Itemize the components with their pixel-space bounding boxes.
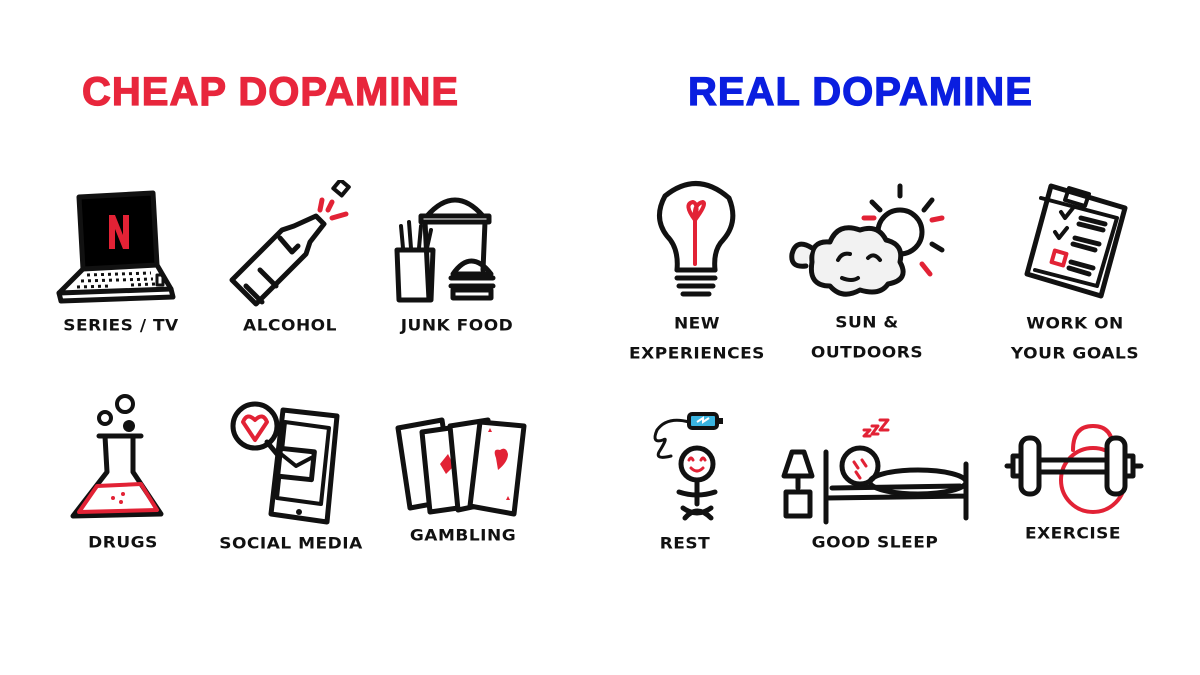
clipboard-checklist-icon xyxy=(1024,183,1128,299)
item-junk-food: JUNK FOOD xyxy=(372,190,542,342)
label-exercise: EXERCISE xyxy=(1024,524,1122,544)
flask-icon xyxy=(70,394,164,519)
recharging-person-icon xyxy=(653,412,723,521)
playing-cards-icon xyxy=(395,417,527,517)
item-work-on-goals: WORK ON YOUR GOALS xyxy=(990,178,1160,370)
label-gambling: GAMBLING xyxy=(409,526,517,546)
laptop-netflix-icon xyxy=(56,190,176,304)
item-sun-outdoors: SUN & OUTDOORS xyxy=(782,182,952,369)
bed-sleep-icon xyxy=(781,418,969,525)
label-sun-outdoors-1: SUN & xyxy=(835,313,899,333)
light-bulb-icon xyxy=(657,181,736,297)
label-new-experiences-2: EXPERIENCES xyxy=(629,344,765,364)
label-new-experiences-1: NEW xyxy=(673,314,721,334)
item-rest: REST xyxy=(600,408,770,560)
sun-cloud-icon xyxy=(789,183,945,297)
label-series-tv: SERIES / TV xyxy=(63,316,179,336)
label-rest: REST xyxy=(659,534,711,554)
dumbbell-kettlebell-icon xyxy=(1004,424,1144,514)
cheap-dopamine-title: CHEAP DOPAMINE xyxy=(81,69,460,114)
label-drugs: DRUGS xyxy=(88,533,158,553)
champagne-bottle-icon xyxy=(229,180,351,307)
item-new-experiences: NEW EXPERIENCES xyxy=(612,178,782,370)
fast-food-icon xyxy=(394,197,496,303)
label-sun-outdoors-2: OUTDOORS xyxy=(810,343,924,363)
label-work-on-goals-1: WORK ON xyxy=(1026,314,1124,334)
item-social-media: SOCIAL MEDIA xyxy=(206,398,376,560)
label-good-sleep: GOOD SLEEP xyxy=(811,533,939,553)
item-series-tv: SERIES / TV xyxy=(36,185,206,342)
label-social-media: SOCIAL MEDIA xyxy=(219,534,363,554)
label-work-on-goals-2: YOUR GOALS xyxy=(1010,344,1140,364)
item-good-sleep: GOOD SLEEP xyxy=(770,412,969,559)
label-alcohol: ALCOHOL xyxy=(243,316,337,336)
phone-heart-icon xyxy=(230,401,340,525)
item-gambling: GAMBLING xyxy=(378,410,548,552)
item-exercise: EXERCISE xyxy=(988,418,1158,550)
label-junk-food: JUNK FOOD xyxy=(400,316,514,336)
real-dopamine-title: REAL DOPAMINE xyxy=(687,69,1033,114)
item-alcohol: ALCOHOL xyxy=(205,180,375,342)
item-drugs: DRUGS xyxy=(38,392,208,559)
